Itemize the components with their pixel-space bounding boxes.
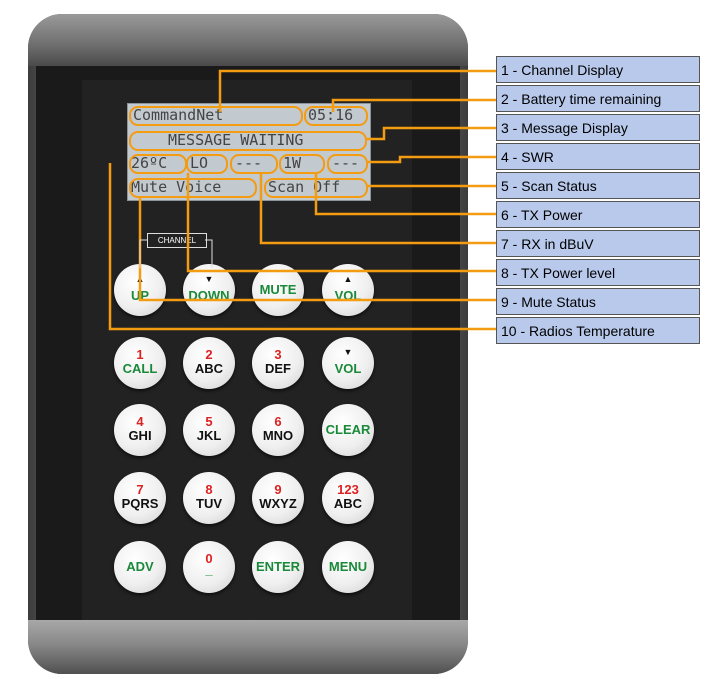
key-label: CLEAR bbox=[325, 422, 371, 437]
channel-label: CHANNEL bbox=[147, 233, 207, 248]
highlight-mute bbox=[129, 178, 257, 198]
key-enter-button[interactable]: ENTER bbox=[252, 541, 304, 593]
key-clear-button[interactable]: CLEAR bbox=[322, 404, 374, 456]
callout-3: 3 - Message Display bbox=[496, 114, 700, 141]
highlight-temp bbox=[129, 154, 187, 174]
lcd-channel-text: CommandNet bbox=[133, 106, 224, 124]
key-0-button[interactable]: 0_ bbox=[183, 541, 235, 593]
callout-1: 1 - Channel Display bbox=[496, 56, 700, 83]
lcd-display: CommandNet 05:16 MESSAGE WAITING 26ºC LO… bbox=[127, 103, 371, 201]
key-label: ENTER bbox=[255, 559, 301, 574]
key-number: 4 bbox=[136, 414, 144, 429]
key-menu-button[interactable]: MENU bbox=[322, 541, 374, 593]
key-label: UP bbox=[130, 288, 150, 303]
highlight-swr bbox=[327, 154, 368, 174]
key-number: 5 bbox=[205, 414, 213, 429]
device-top-cap bbox=[28, 14, 468, 66]
key-label: ABC bbox=[194, 361, 224, 376]
key-label: TUV bbox=[196, 496, 222, 511]
lcd-message-text: MESSAGE WAITING bbox=[168, 131, 304, 149]
key-down-button[interactable]: ▼ DOWN bbox=[183, 264, 235, 316]
key-label: DEF bbox=[265, 361, 291, 376]
key-up-button[interactable]: ▲ UP bbox=[114, 264, 166, 316]
arrow-icon: ▲ bbox=[343, 274, 353, 284]
key-number: 6 bbox=[274, 414, 282, 429]
key-label: VOL bbox=[334, 288, 362, 303]
highlight-power-level bbox=[186, 154, 228, 174]
key-mute-button[interactable]: MUTE bbox=[252, 264, 304, 316]
key-label: JKL bbox=[196, 428, 222, 443]
key-number: 3 bbox=[274, 347, 282, 362]
key-label: _ bbox=[205, 562, 213, 577]
key-number: 1 bbox=[136, 347, 144, 362]
key-label: MENU bbox=[328, 559, 368, 574]
key-vol-up-button[interactable]: ▲ VOL bbox=[322, 264, 374, 316]
callout-7: 7 - RX in dBuV bbox=[496, 230, 700, 257]
key-number: 7 bbox=[136, 482, 144, 497]
highlight-rx bbox=[230, 154, 278, 174]
callout-10: 10 - Radios Temperature bbox=[496, 317, 700, 344]
key-number: 8 bbox=[205, 482, 213, 497]
arrow-icon: ▼ bbox=[204, 274, 214, 284]
arrow-icon: ▼ bbox=[343, 347, 353, 357]
key-label: MNO bbox=[262, 428, 294, 443]
highlight-channel bbox=[129, 106, 303, 126]
key-label: MUTE bbox=[259, 282, 297, 297]
callout-6: 6 - TX Power bbox=[496, 201, 700, 228]
key-number: 0 bbox=[205, 551, 213, 566]
highlight-scan bbox=[264, 178, 368, 198]
key-label: ABC bbox=[333, 496, 363, 511]
key-adv-button[interactable]: ADV bbox=[114, 541, 166, 593]
callout-5: 5 - Scan Status bbox=[496, 172, 700, 199]
callout-9: 9 - Mute Status bbox=[496, 288, 700, 315]
key-label: DOWN bbox=[188, 288, 230, 303]
highlight-time bbox=[304, 106, 368, 126]
key-number: 123 bbox=[337, 482, 359, 497]
key-number: 2 bbox=[205, 347, 213, 362]
key-vol-down-button[interactable]: ▼ VOL bbox=[322, 337, 374, 389]
key-number: 9 bbox=[274, 482, 282, 497]
arrow-icon: ▲ bbox=[135, 274, 145, 284]
highlight-tx bbox=[279, 154, 325, 174]
key-label: PQRS bbox=[121, 496, 159, 511]
key-label: WXYZ bbox=[259, 496, 297, 511]
highlight-message bbox=[129, 131, 367, 151]
callout-4: 4 - SWR bbox=[496, 143, 700, 170]
key-label: CALL bbox=[122, 361, 158, 376]
key-label: ADV bbox=[126, 559, 154, 574]
callout-8: 8 - TX Power level bbox=[496, 259, 700, 286]
key-label: GHI bbox=[128, 428, 152, 443]
key-label: VOL bbox=[334, 361, 362, 376]
callout-2: 2 - Battery time remaining bbox=[496, 85, 700, 112]
device-bottom-cap bbox=[28, 620, 468, 674]
